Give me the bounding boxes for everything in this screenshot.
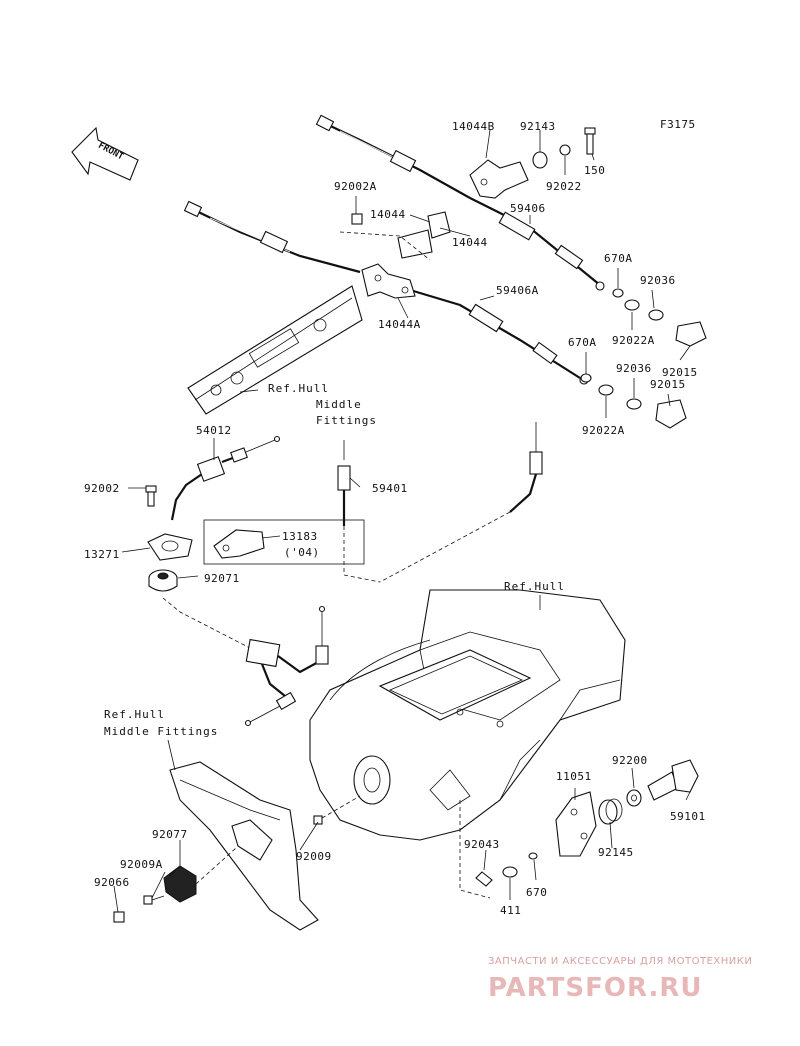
- cap-92071: [148, 569, 178, 592]
- side-panel: [169, 761, 319, 931]
- label-92071: 92071: [204, 572, 240, 585]
- ref-hull: Ref.Hull: [504, 580, 565, 593]
- label-54012: 54012: [196, 424, 232, 437]
- ref-hull-middle-1-line2: Middle: [316, 398, 362, 411]
- label-92015-2: 92015: [650, 378, 686, 391]
- label-92043: 92043: [464, 838, 500, 851]
- ref-hull-middle-1-line3: Fittings: [316, 414, 377, 427]
- screw-92009: [313, 795, 361, 825]
- holder-13271: [147, 533, 193, 561]
- watermark: ЗАПЧАСТИ И АКСЕССУАРЫ ДЛЯ МОТОТЕХНИКИ PA…: [488, 956, 752, 1003]
- label-14044B: 14044B: [452, 120, 495, 133]
- label-92200: 92200: [612, 754, 648, 767]
- label-11051: 11051: [556, 770, 592, 783]
- throttle-cable-54012: [145, 435, 281, 521]
- ref-hull-middle-1-line1: Ref.Hull: [268, 382, 329, 395]
- label-59406A: 59406A: [496, 284, 539, 297]
- label-13183: 13183: [282, 530, 318, 543]
- label-670: 670: [526, 886, 547, 899]
- label-411: 411: [500, 904, 521, 917]
- clip-92066: [113, 911, 125, 923]
- label-92022A-2: 92022A: [582, 424, 625, 437]
- label-92009A: 92009A: [120, 858, 163, 871]
- front-arrow-icon: FRONT: [71, 126, 139, 181]
- label-92002A: 92002A: [334, 180, 377, 193]
- hull-body: [309, 589, 626, 841]
- knob-59101: [647, 759, 699, 801]
- plate-11051: [555, 791, 597, 857]
- bracket-14044: [339, 211, 451, 261]
- bracket-14044A: [361, 263, 416, 299]
- clip-13183: [203, 519, 365, 565]
- label-92022: 92022: [546, 180, 582, 193]
- label-670A-1: 670A: [604, 252, 633, 265]
- label-14044A: 14044A: [378, 318, 421, 331]
- bolt-92043-group: [459, 800, 538, 899]
- bracket-14044B: [469, 127, 596, 199]
- washer-92200: [626, 789, 642, 807]
- cap-92077: [163, 847, 237, 903]
- upper-cable-59406A: [183, 200, 589, 385]
- watermark-logo: PARTSFOR.RU: [488, 973, 702, 1003]
- label-92143: 92143: [520, 120, 556, 133]
- label-92036-1: 92036: [640, 274, 676, 287]
- label-92009: 92009: [296, 850, 332, 863]
- watermark-tagline: ЗАПЧАСТИ И АКСЕССУАРЫ ДЛЯ МОТОТЕХНИКИ: [488, 956, 752, 967]
- label-92036-2: 92036: [616, 362, 652, 375]
- screw-92009A: [143, 895, 165, 905]
- figure-code: F3175: [660, 118, 696, 131]
- label-13183-year: ('04): [284, 546, 320, 559]
- label-92022A-1: 92022A: [612, 334, 655, 347]
- label-59101: 59101: [670, 810, 706, 823]
- label-92066: 92066: [94, 876, 130, 889]
- label-13271: 13271: [84, 548, 120, 561]
- label-59406: 59406: [510, 202, 546, 215]
- leader-line-cap: [162, 597, 251, 649]
- spring-92145: [598, 798, 623, 825]
- washer-group-lower: [580, 373, 687, 429]
- label-150: 150: [584, 164, 605, 177]
- upper-cable-59406: [315, 114, 605, 291]
- label-670A-2: 670A: [568, 336, 597, 349]
- label-92077: 92077: [152, 828, 188, 841]
- label-59401: 59401: [372, 482, 408, 495]
- label-14044-a: 14044: [370, 208, 406, 221]
- label-92015-1: 92015: [662, 366, 698, 379]
- choke-cable-59401: [337, 422, 543, 583]
- leader-lines: [113, 129, 691, 913]
- label-92002: 92002: [84, 482, 120, 495]
- lower-cable-junction: [244, 605, 329, 727]
- ref-hull-middle-2-line2: Middle Fittings: [104, 725, 218, 738]
- washer-group-upper: [612, 288, 707, 347]
- middle-fitting-plate: [187, 285, 363, 415]
- label-14044-b: 14044: [452, 236, 488, 249]
- ref-hull-middle-2-line1: Ref.Hull: [104, 708, 165, 721]
- label-92145: 92145: [598, 846, 634, 859]
